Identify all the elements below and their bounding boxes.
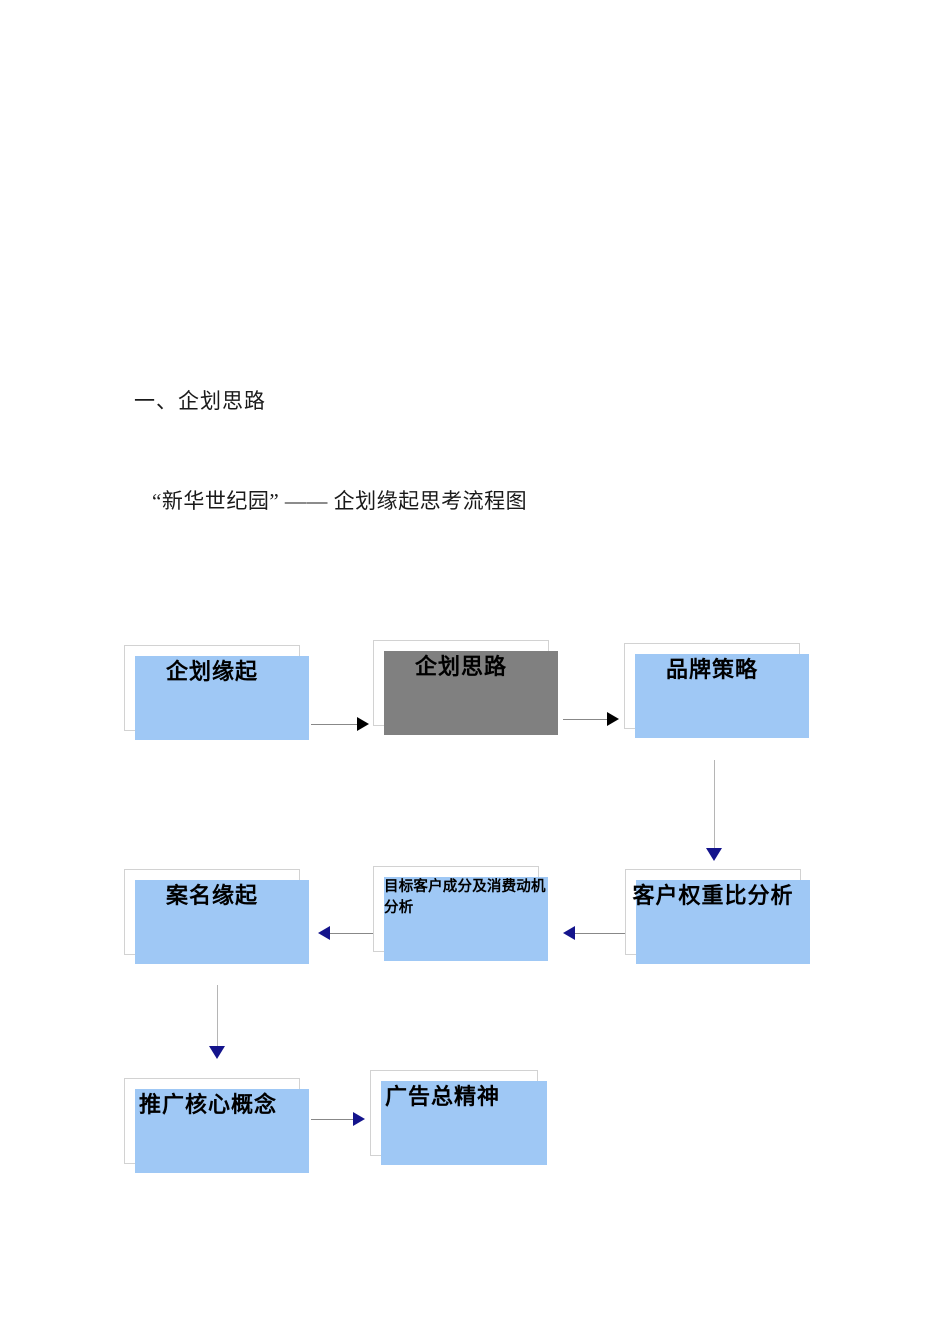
arrow-right-icon	[357, 717, 369, 731]
arrow-right-icon	[607, 712, 619, 726]
flow-node-mubiao-kehu-fenxi[interactable]: 目标客户成分及消费动机分析	[373, 866, 548, 961]
edge-line	[311, 724, 359, 725]
flow-node-anming-yuanqi[interactable]: 案名缘起	[124, 869, 309, 964]
flow-node-label: 品牌策略	[665, 657, 758, 682]
edge-line	[575, 933, 627, 934]
flow-node-qihua-silu[interactable]: 企划思路	[373, 640, 558, 735]
flow-node-pinpai-celue[interactable]: 品牌策略	[624, 643, 809, 738]
flow-node-tuiguang-hexin-gainian[interactable]: 推广核心概念	[124, 1078, 309, 1173]
edge-pinpai-celue-to-kehu-quanzhong	[706, 760, 722, 865]
flow-node-label: 目标客户成分及消费动机分析	[384, 879, 546, 917]
edge-line	[217, 985, 218, 1048]
edge-mubiao-kehu-to-anming-yuanqi	[318, 926, 386, 940]
edge-qihua-silu-to-pinpai-celue	[563, 712, 625, 726]
edge-qihua-yuanqi-to-qihua-silu	[311, 717, 373, 731]
arrow-left-icon	[563, 926, 575, 940]
arrow-left-icon	[318, 926, 330, 940]
arrow-down-icon	[706, 848, 722, 861]
flow-node-kehu-quanzhong-fenxi[interactable]: 客户权重比分析	[625, 869, 810, 964]
flow-node-label: 客户权重比分析	[632, 883, 794, 908]
edge-line	[714, 760, 715, 850]
flow-node-label: 推广核心概念	[139, 1092, 278, 1117]
flow-node-qihua-yuanqi[interactable]: 企划缘起	[124, 645, 309, 740]
flow-node-label: 企划缘起	[165, 659, 258, 684]
arrow-down-icon	[209, 1046, 225, 1059]
flow-node-label: 案名缘起	[165, 883, 258, 908]
arrow-right-icon	[353, 1112, 365, 1126]
edge-anming-yuanqi-to-tuiguang-hexin	[209, 985, 225, 1063]
section-heading: 一、企划思路	[134, 389, 266, 413]
figure-title: “新华世纪园” —— 企划缘起思考流程图	[152, 489, 528, 513]
edge-line	[330, 933, 386, 934]
flow-node-guanggao-zong-jingshen[interactable]: 广告总精神	[370, 1070, 547, 1165]
edge-line	[311, 1119, 355, 1120]
edge-kehu-quanzhong-to-mubiao-kehu	[563, 926, 627, 940]
flow-node-label: 企划思路	[414, 654, 507, 679]
flow-node-label: 广告总精神	[385, 1084, 501, 1109]
edge-line	[563, 719, 609, 720]
edge-tuiguang-hexin-to-guanggao-jingshen	[311, 1112, 371, 1126]
